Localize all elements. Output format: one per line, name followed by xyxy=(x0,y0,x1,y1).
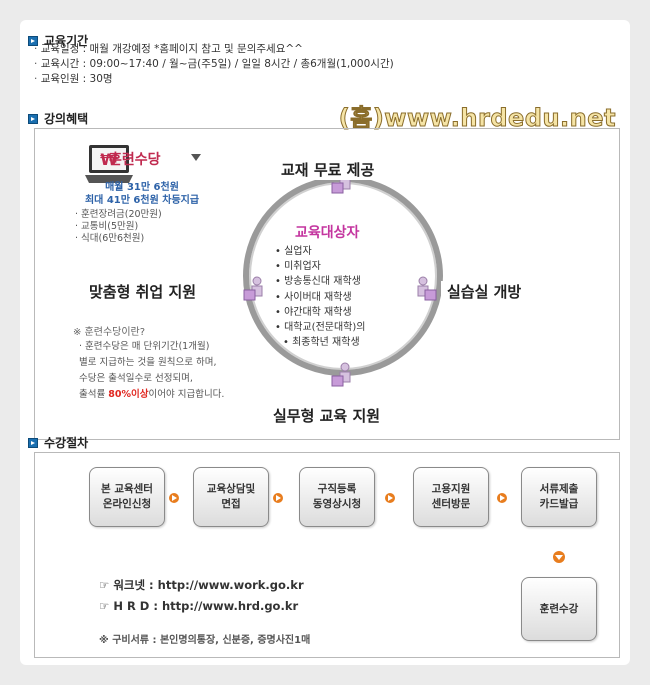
target-item: 미취업자 xyxy=(275,259,365,274)
process-diagram: 본 교육센터 온라인신청 교육상담및 면접 구직등록 동영상시청 고용지원 센터… xyxy=(34,452,620,658)
won-sign-icon: ₩ xyxy=(85,145,133,183)
hrd-link[interactable]: ☞ H R D : http://www.hrd.go.kr xyxy=(99,599,299,613)
note-line: 출석률 80%이상이어야 지급합니다. xyxy=(79,387,249,403)
arrow-right-icon xyxy=(273,493,283,503)
step-documents: 서류제출 카드발급 xyxy=(521,467,597,527)
info-schedule: 교육일정 : 매월 개강예정 *홈페이지 참고 및 문의주세요^^ xyxy=(34,42,394,57)
info-capacity: 교육인원 : 30명 xyxy=(34,72,394,87)
allowance-item: 식대(6만6천원) xyxy=(75,233,162,245)
note-highlight: 80%이상 xyxy=(108,389,149,400)
note-text-post: 이어야 지급합니다. xyxy=(148,389,225,400)
allowance-note-text: · 훈련수당은 매 단위기간(1개월) 별로 지급하는 것을 원칙으로 하며, … xyxy=(79,339,249,403)
section-title-benefit-label: 강의혜택 xyxy=(44,112,89,126)
content-card: 교육기간 교육일정 : 매월 개강예정 *홈페이지 참고 및 문의주세요^^ 교… xyxy=(20,20,630,665)
person-computer-icon xyxy=(331,362,351,387)
allowance-amount-line1: 매월 31만 6천원 xyxy=(105,182,179,193)
allowance-items: 훈련장려금(20만원) 교통비(5만원) 식대(6만6천원) xyxy=(75,209,162,245)
target-item: 사이버대 재학생 xyxy=(275,290,365,305)
allowance-item: 훈련장려금(20만원) xyxy=(75,209,162,221)
arrow-down-icon xyxy=(553,551,565,563)
note-line: 수당은 출석일수로 선정되며, xyxy=(79,373,193,384)
note-line: · 훈련수당은 매 단위기간(1개월) xyxy=(79,341,210,352)
period-info-list: 교육일정 : 매월 개강예정 *홈페이지 참고 및 문의주세요^^ 교육시간 :… xyxy=(34,42,394,87)
person-computer-icon xyxy=(417,276,437,301)
target-item-cont: 최종학년 재학생 xyxy=(275,335,365,350)
benefit-job-support: 맞춤형 취업 지원 xyxy=(83,281,203,302)
target-item: 야간대학 재학생 xyxy=(275,305,365,320)
target-list: 실업자 미취업자 방송통신대 재학생 사이버대 재학생 야간대학 재학생 대학교… xyxy=(275,244,365,350)
arrow-right-icon xyxy=(497,493,507,503)
allowance-item: 교통비(5만원) xyxy=(75,221,162,233)
section-title-process: 수강절차 xyxy=(28,434,88,451)
arrow-right-icon xyxy=(385,493,395,503)
svg-text:₩: ₩ xyxy=(100,150,118,169)
worknet-link[interactable]: ☞ 워크넷 : http://www.work.go.kr xyxy=(99,578,304,592)
chevron-down-icon xyxy=(191,154,201,161)
bullet-arrow-icon xyxy=(28,35,38,46)
allowance-title: 훈련수당 xyxy=(109,152,161,168)
step-job-registration: 구직등록 동영상시청 xyxy=(299,467,375,527)
person-computer-icon xyxy=(243,276,263,301)
target-item: 실업자 xyxy=(275,244,365,259)
benefit-lab-open: 실습실 개방 xyxy=(441,281,528,302)
info-time: 교육시간 : 09:00~17:40 / 월~금(주5일) / 일일 8시간 /… xyxy=(34,57,394,72)
section-title-benefit: 강의혜택 xyxy=(28,110,88,127)
benefit-diagram: ₩ 훈련수당 매월 31만 6천원 최대 41만 6천원 차등지급 훈련장려금(… xyxy=(34,128,620,440)
arrow-right-icon xyxy=(169,493,179,503)
step-counseling: 교육상담및 면접 xyxy=(193,467,269,527)
target-item: 방송통신대 재학생 xyxy=(275,274,365,289)
required-documents: ※ 구비서류 : 본인명의통장, 신분증, 증명사진1매 xyxy=(99,635,311,646)
step-training: 훈련수강 xyxy=(521,577,597,641)
step-employment-center: 고용지원 센터방문 xyxy=(413,467,489,527)
step-online-apply: 본 교육센터 온라인신청 xyxy=(89,467,165,527)
note-text-pre: 출석률 xyxy=(79,389,109,400)
site-logo[interactable]: (홈)www.hrdedu.net xyxy=(338,104,616,133)
bullet-arrow-icon xyxy=(28,437,38,448)
allowance-note-title: ※ 훈련수당이란? xyxy=(73,327,146,338)
benefit-practical-edu: 실무형 교육 지원 xyxy=(267,405,387,426)
target-item: 대학교(전문대학)의 xyxy=(275,320,365,335)
bullet-arrow-icon xyxy=(28,113,38,124)
benefit-free-textbook: 교재 무료 제공 xyxy=(275,159,381,180)
note-line: 별로 지급하는 것을 원칙으로 하며, xyxy=(79,357,217,368)
allowance-amount: 매월 31만 6천원 최대 41만 6천원 차등지급 xyxy=(67,181,217,207)
section-title-process-label: 수강절차 xyxy=(44,436,89,450)
allowance-amount-line2: 최대 41만 6천원 차등지급 xyxy=(84,195,200,206)
target-title: 교육대상자 xyxy=(295,225,360,241)
